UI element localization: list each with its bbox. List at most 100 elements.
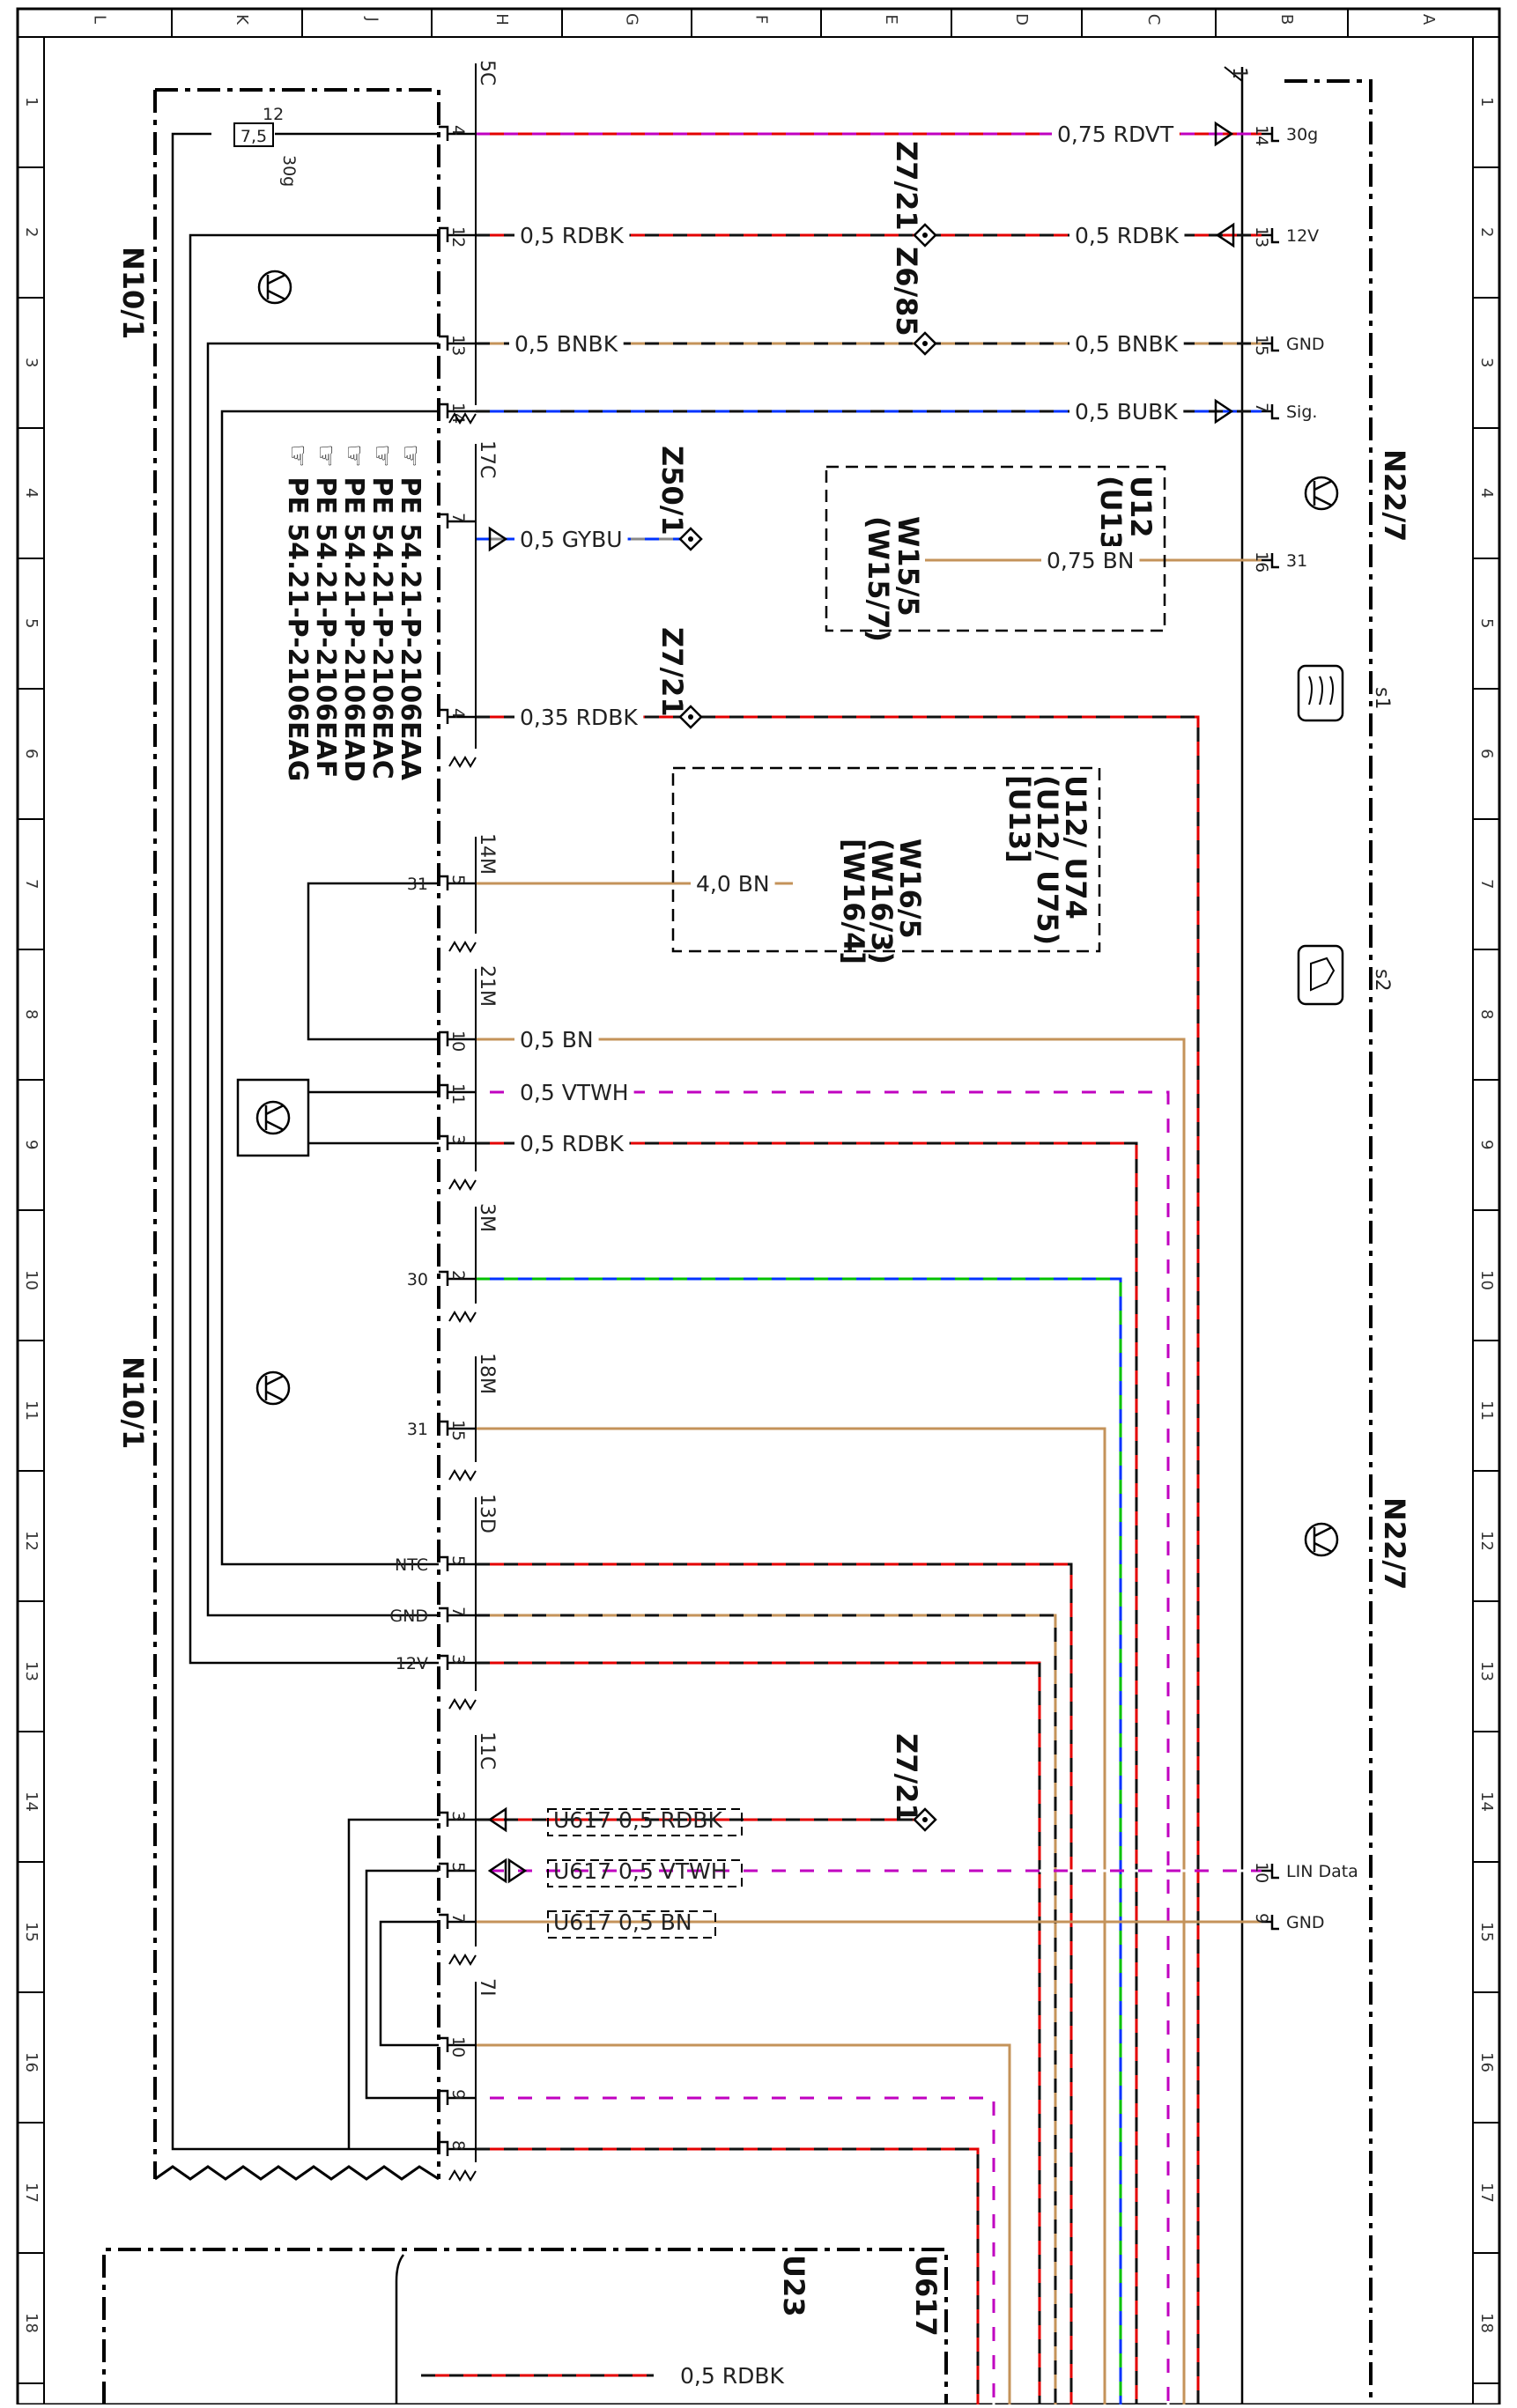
pin-b	[1262, 228, 1279, 244]
pe-ref: ☞ PE 54.21-P-2106EAG	[282, 444, 313, 781]
pin-b	[1262, 404, 1279, 420]
row-number-right: 17	[1477, 2183, 1496, 2203]
u617-tag-3	[547, 1910, 716, 1939]
wire-label-gybu-bg	[514, 525, 628, 554]
pin-h-number: 5	[448, 1555, 468, 1566]
pin-label-12v: 12V	[396, 1654, 428, 1673]
wire-label-035: 0,35 RDBK	[520, 705, 638, 730]
row-number-right: 13	[1477, 1661, 1496, 1681]
wire-label-u23-bg	[675, 2361, 790, 2390]
row-number-right: 1	[1477, 97, 1496, 107]
wire-label-bn: 0,5 BN	[520, 1027, 594, 1053]
ground-2-sub1: (U12/ U75)	[1031, 775, 1064, 945]
column-letter: B	[1277, 14, 1296, 25]
h-connector-pins: 4121314745101132155733571098313031NTCGND…	[389, 125, 476, 2156]
ref-z50-1: Z50/1	[655, 446, 689, 536]
pin-b-label: 30g	[1286, 125, 1318, 144]
component-n10-top: N10/1	[116, 247, 150, 339]
ecu-icon	[1304, 1522, 1339, 1557]
fuse-pin-in: 12	[263, 105, 284, 124]
row-number-right: 12	[1477, 1531, 1496, 1551]
connector-id: 11C	[476, 1732, 498, 1769]
component-n10-bottom: N10/1	[116, 1356, 150, 1449]
wire-label-bubk: 0,5 BUBK	[1075, 399, 1178, 425]
row-number-right: 16	[1477, 2052, 1496, 2072]
column-letter: J	[363, 16, 381, 21]
component-n22-top: N22/7	[1378, 449, 1411, 542]
ecu-icon-transistor	[266, 273, 286, 301]
wire-vtwh-stripe	[476, 1090, 1170, 2404]
row-number-right: 5	[1477, 618, 1496, 628]
arrow-out-sig	[1214, 398, 1234, 425]
pe-ref: ☞ PE 54.21-P-2106EAA	[395, 444, 426, 781]
row-number-right: 8	[1477, 1009, 1496, 1019]
pin-h	[439, 1913, 476, 1929]
pin-h-number: 4	[448, 125, 468, 136]
column-letter: G	[623, 13, 641, 26]
column-letter: D	[1012, 13, 1031, 26]
wire-label-bubk-bg	[1069, 397, 1184, 426]
wire-label-u617-vtwh: U617 0,5 VTWH	[553, 1858, 728, 1884]
pin-h	[439, 1555, 476, 1571]
splice-z7-21-dot	[922, 233, 928, 238]
row-number-left: 12	[22, 1531, 41, 1551]
wire-rdbk-3	[476, 1141, 1138, 2404]
pin-b-label: 12V	[1286, 226, 1319, 246]
connector-id: 13D	[476, 1494, 498, 1533]
connector-id-1: 1	[1228, 67, 1250, 79]
pin-h	[439, 403, 476, 418]
pin-b	[1262, 1864, 1279, 1880]
connector-bracket	[448, 63, 477, 425]
pe-reference-list: ☞ PE 54.21-P-2106EAA☞ PE 54.21-P-2106EAC…	[282, 444, 426, 782]
wire-rdbk-035	[476, 715, 1200, 2404]
wire-12v-13d-stripe	[476, 1661, 1041, 2404]
pe-ref: ☞ PE 54.21-P-2106EAC	[366, 444, 397, 779]
pin-h	[439, 335, 476, 351]
column-letter: H	[492, 13, 511, 26]
pin-h-number: 7	[448, 1607, 468, 1617]
component-u23: U23	[777, 2255, 810, 2317]
connector-id: 7I	[476, 1978, 498, 1997]
pin-h-number: 9	[448, 2089, 468, 2100]
wire-label-bnbk-b: 0,5 BNBK	[1075, 331, 1179, 357]
wire-label-rdvt-bg	[1052, 120, 1180, 149]
arrow-u617-2a	[487, 1858, 507, 1884]
connector-bracket	[448, 444, 477, 768]
row-number-left: 8	[22, 1009, 41, 1019]
row-number-right: 15	[1477, 1922, 1496, 1942]
row-number-left: 4	[22, 488, 41, 498]
connector-bracket	[448, 1497, 477, 1710]
pin-h-number: 10	[448, 2036, 468, 2057]
pin-b	[1262, 553, 1279, 569]
row-number-right: 18	[1477, 2313, 1496, 2333]
wire-label-40: 4,0 BN	[696, 871, 770, 897]
ground-2-title: U12/ U74	[1059, 775, 1092, 920]
ecu-icon-transistor	[1313, 1525, 1333, 1554]
wire-label-bn-31-bg	[1041, 546, 1140, 575]
ecu-icon	[255, 1100, 291, 1135]
pin-h-number: 2	[448, 1270, 468, 1281]
ecu-icon-transistor	[264, 1104, 285, 1132]
splice-z50-1-dot	[688, 536, 693, 542]
transistor-box	[236, 1078, 310, 1157]
column-letter: C	[1144, 14, 1163, 26]
arrow-u617-2b	[507, 1858, 528, 1884]
row-number-left: 2	[22, 227, 41, 237]
arrow-in-12v	[1215, 222, 1235, 248]
u617-tag-1	[547, 1808, 743, 1836]
wire-bn-31b	[476, 1427, 1106, 2404]
wire-label-vtwh-bg	[514, 1078, 634, 1107]
pin-b-label: GND	[1286, 335, 1325, 354]
column-letter: L	[91, 15, 109, 24]
column-letter: E	[882, 14, 900, 24]
pin-h-number: 3	[448, 1654, 468, 1665]
row-number-left: 1	[22, 97, 41, 107]
pin-h-number: 7	[448, 513, 468, 523]
switch-s1-label: s1	[1371, 687, 1393, 709]
pin-b-label: GND	[1286, 1913, 1325, 1932]
component-n22-bottom: N22/7	[1378, 1497, 1411, 1590]
pin-h-number: 7	[448, 1913, 468, 1924]
